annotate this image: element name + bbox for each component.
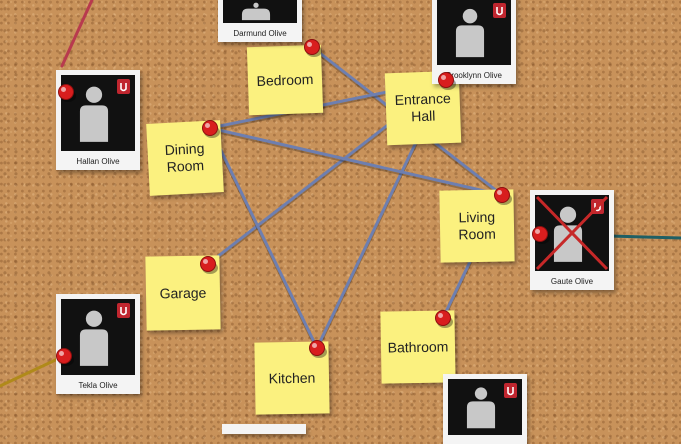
person-silhouette-icon [79, 303, 130, 366]
room-note-bedroom[interactable]: Bedroom [246, 44, 324, 116]
seal-badge-icon [117, 79, 130, 94]
thread-offboard [60, 0, 94, 68]
cross-out-icon [535, 195, 609, 271]
suspect-name: Gaute Olive [550, 277, 594, 286]
suspect-name: Darmund Olive [233, 29, 287, 38]
thread-dining-room-kitchen [208, 126, 319, 350]
person-silhouette-icon [241, 2, 271, 21]
room-note-kitchen[interactable]: Kitchen [254, 341, 330, 415]
room-note-garage[interactable]: Garage [145, 255, 221, 331]
partial-card [222, 424, 306, 434]
person-silhouette-icon [466, 383, 517, 429]
suspect-card-tekla[interactable]: Tekla Olive [56, 294, 140, 394]
thread-offboard [0, 354, 66, 388]
room-note-dining-room[interactable]: Dining Room [146, 120, 224, 196]
person-silhouette-icon [79, 79, 130, 142]
suspect-name: Brooklynn Olive [445, 71, 503, 80]
thread-shadow [208, 128, 319, 352]
suspect-name: Hallan Olive [76, 157, 120, 166]
room-note-living-room[interactable]: Living Room [439, 189, 515, 263]
seal-badge-icon [117, 303, 130, 318]
suspect-card-darmund[interactable]: Darmund Olive [218, 0, 302, 42]
seal-badge-icon [504, 383, 517, 398]
room-note-bathroom[interactable]: Bathroom [380, 310, 456, 384]
suspect-card-unnamed[interactable] [443, 374, 527, 444]
suspect-card-gaute[interactable]: Gaute Olive [530, 190, 614, 290]
suspect-name: Tekla Olive [78, 381, 118, 390]
person-silhouette-icon [455, 3, 506, 58]
suspect-card-hallan[interactable]: Hallan Olive [56, 70, 140, 170]
suspect-card-brooklynn[interactable]: Brooklynn Olive [432, 0, 516, 84]
seal-badge-icon [493, 3, 506, 18]
